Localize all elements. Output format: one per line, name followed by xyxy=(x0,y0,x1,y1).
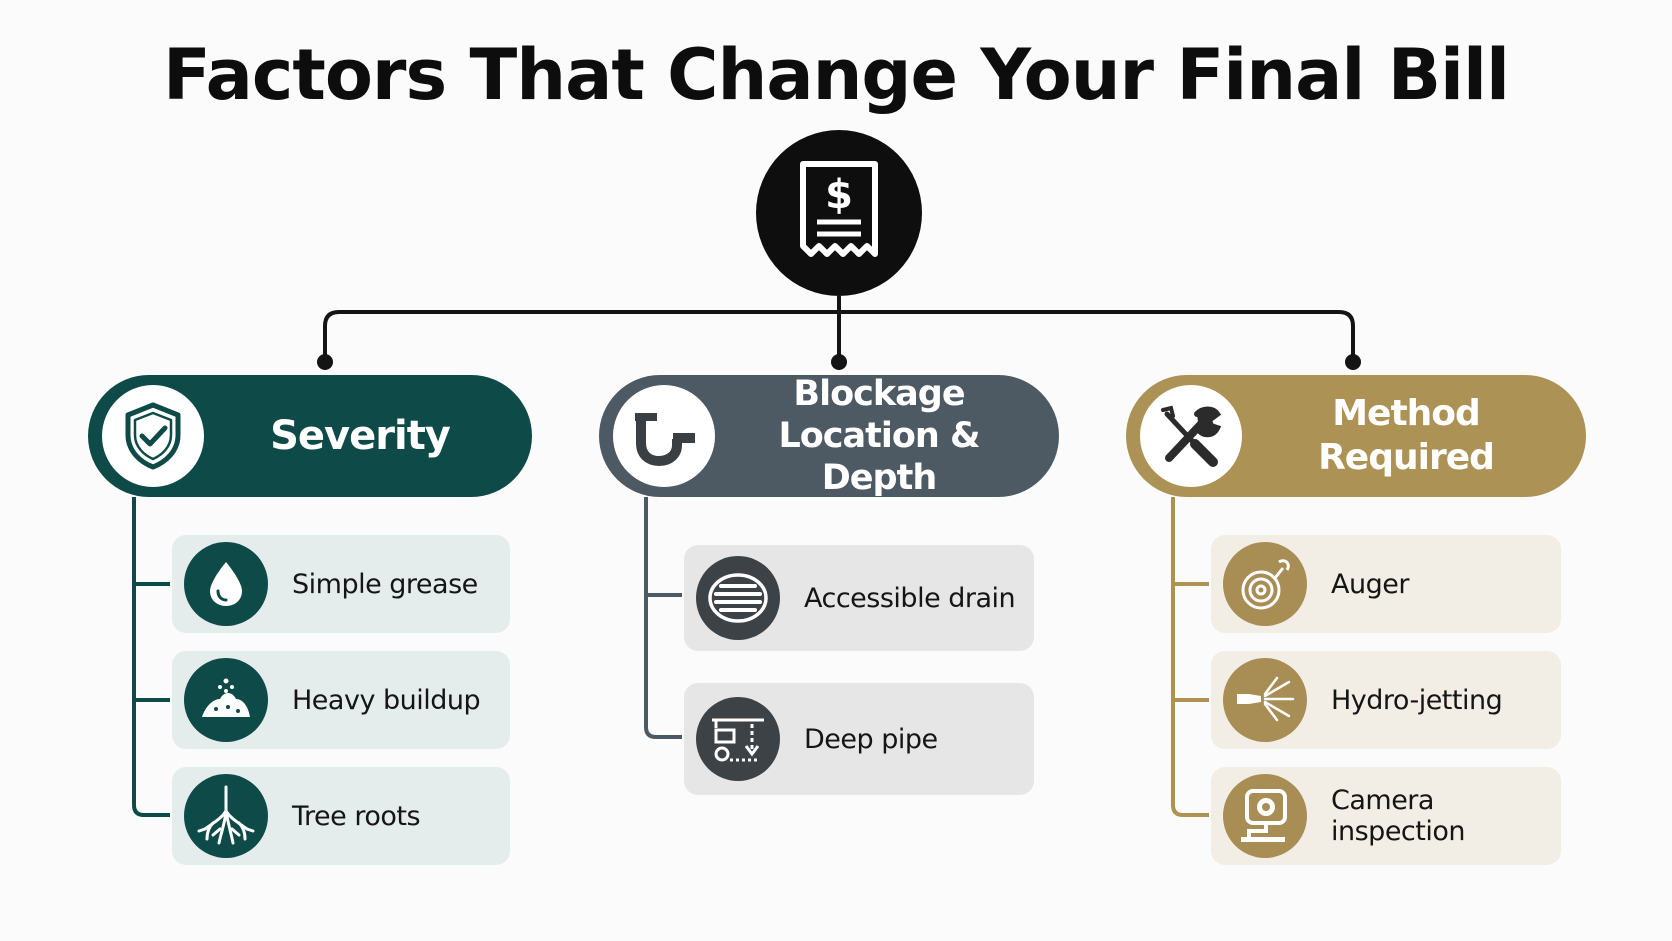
category-label: Blockage Location & Depth xyxy=(778,374,980,498)
item-camera-inspection: Camera inspection xyxy=(1211,767,1561,865)
category-label: Method Required xyxy=(1318,393,1495,478)
camera-icon xyxy=(1223,774,1307,858)
item-label: Camera inspection xyxy=(1331,785,1466,847)
item-label: Heavy buildup xyxy=(292,684,481,716)
tree-roots-icon xyxy=(184,774,268,858)
page-title: Factors That Change Your Final Bill xyxy=(162,34,1510,116)
water-drop-icon xyxy=(184,542,268,626)
svg-text:$: $ xyxy=(825,172,853,218)
item-label: Deep pipe xyxy=(804,723,938,755)
pipe-icon xyxy=(613,385,715,487)
category-severity: Severity xyxy=(88,375,532,497)
item-label: Tree roots xyxy=(292,800,421,832)
item-tree-roots: Tree roots xyxy=(172,767,510,865)
item-accessible-drain: Accessible drain xyxy=(684,545,1034,651)
category-method: Method Required xyxy=(1126,375,1586,497)
shield-check-icon xyxy=(102,385,204,487)
hydro-jet-icon xyxy=(1223,658,1307,742)
item-label: Auger xyxy=(1331,568,1409,600)
deep-pipe-icon xyxy=(696,697,780,781)
item-auger: Auger xyxy=(1211,535,1561,633)
item-deep-pipe: Deep pipe xyxy=(684,683,1034,795)
item-label: Hydro-jetting xyxy=(1331,684,1503,716)
wrench-screwdriver-icon xyxy=(1140,385,1242,487)
item-label: Simple grease xyxy=(292,568,478,600)
item-hydro-jetting: Hydro-jetting xyxy=(1211,651,1561,749)
category-label: Severity xyxy=(270,413,451,459)
drain-grate-icon xyxy=(696,556,780,640)
buildup-pile-icon xyxy=(184,658,268,742)
item-heavy-buildup: Heavy buildup xyxy=(172,651,510,749)
item-simple-grease: Simple grease xyxy=(172,535,510,633)
receipt-dollar-icon: $ xyxy=(756,130,922,296)
category-location-depth: Blockage Location & Depth xyxy=(599,374,1059,498)
item-label: Accessible drain xyxy=(804,582,1016,614)
auger-coil-icon xyxy=(1223,542,1307,626)
